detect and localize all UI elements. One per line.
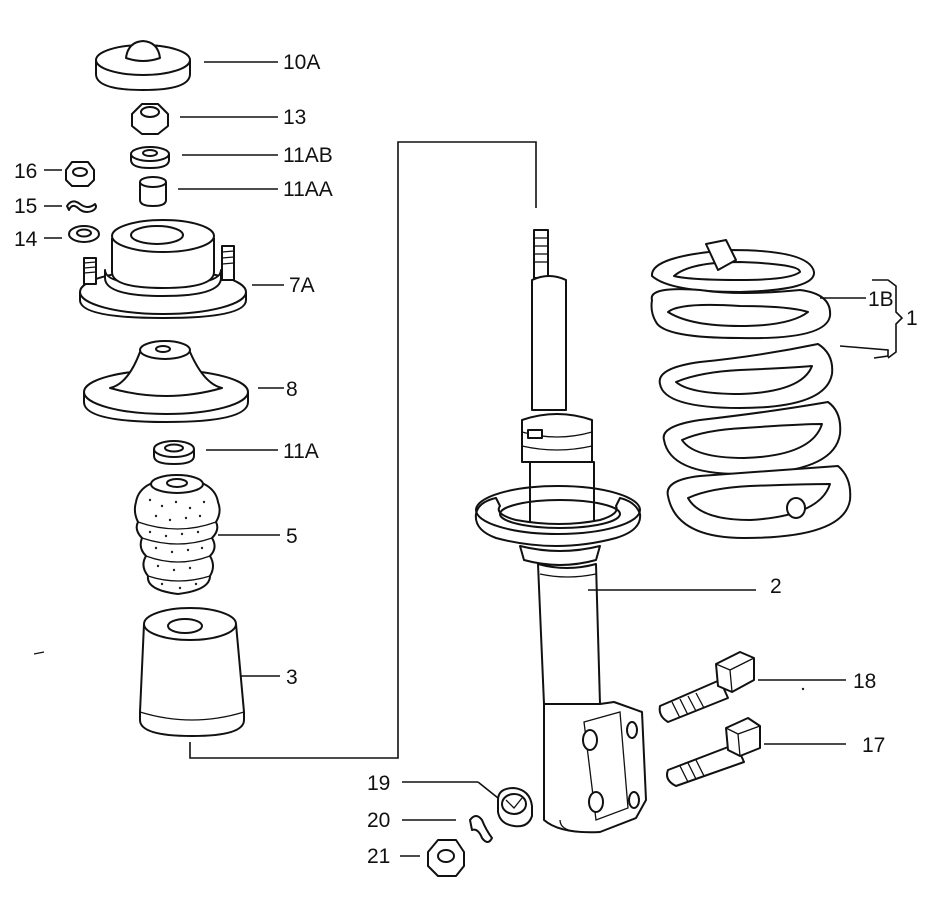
part-13-nut xyxy=(131,103,278,135)
label-10A: 10A xyxy=(283,51,320,74)
part-11AB-washer xyxy=(130,146,278,169)
label-2: 2 xyxy=(770,575,782,598)
assembly-bracket-line xyxy=(189,141,537,759)
label-13: 13 xyxy=(283,106,306,129)
label-5: 5 xyxy=(286,525,298,548)
stray-dot xyxy=(801,687,805,691)
part-2-shock-absorber xyxy=(474,229,756,834)
part-11AA-bushing xyxy=(139,176,278,207)
part-14-washer xyxy=(44,225,100,243)
label-1B: 1B xyxy=(868,288,894,311)
bump-stop-texture xyxy=(148,498,206,590)
part-17-bolt xyxy=(666,717,846,787)
label-16: 16 xyxy=(14,160,37,183)
label-19: 19 xyxy=(367,772,390,795)
label-8: 8 xyxy=(286,378,298,401)
label-3: 3 xyxy=(286,666,298,689)
label-17: 17 xyxy=(862,734,885,757)
part-8-spring-seat xyxy=(83,340,284,423)
part-10A-top-cap xyxy=(95,40,278,91)
part-1-coil-spring xyxy=(650,239,904,539)
label-7A: 7A xyxy=(289,274,315,297)
label-1: 1 xyxy=(906,307,918,330)
label-18: 18 xyxy=(853,670,876,693)
label-11AA: 11AA xyxy=(283,178,333,201)
stray-mark xyxy=(33,651,45,655)
label-21: 21 xyxy=(367,845,390,868)
part-19-bushing xyxy=(402,781,533,828)
part-21-nut xyxy=(400,839,465,877)
part-5-bump-stop xyxy=(133,474,280,595)
part-20-lock-washer xyxy=(402,815,493,843)
part-7A-strut-mount xyxy=(79,219,284,319)
label-20: 20 xyxy=(367,809,390,832)
label-11A: 11A xyxy=(283,440,319,463)
label-11AB: 11AB xyxy=(283,144,333,167)
label-15: 15 xyxy=(14,195,37,218)
part-3-protective-tube xyxy=(139,607,280,737)
part-18-bolt xyxy=(658,651,846,723)
label-14: 14 xyxy=(14,228,38,251)
part-16-small-nut xyxy=(44,161,95,187)
part-11A-washer xyxy=(153,440,278,465)
part-15-lock-washer xyxy=(44,200,97,213)
